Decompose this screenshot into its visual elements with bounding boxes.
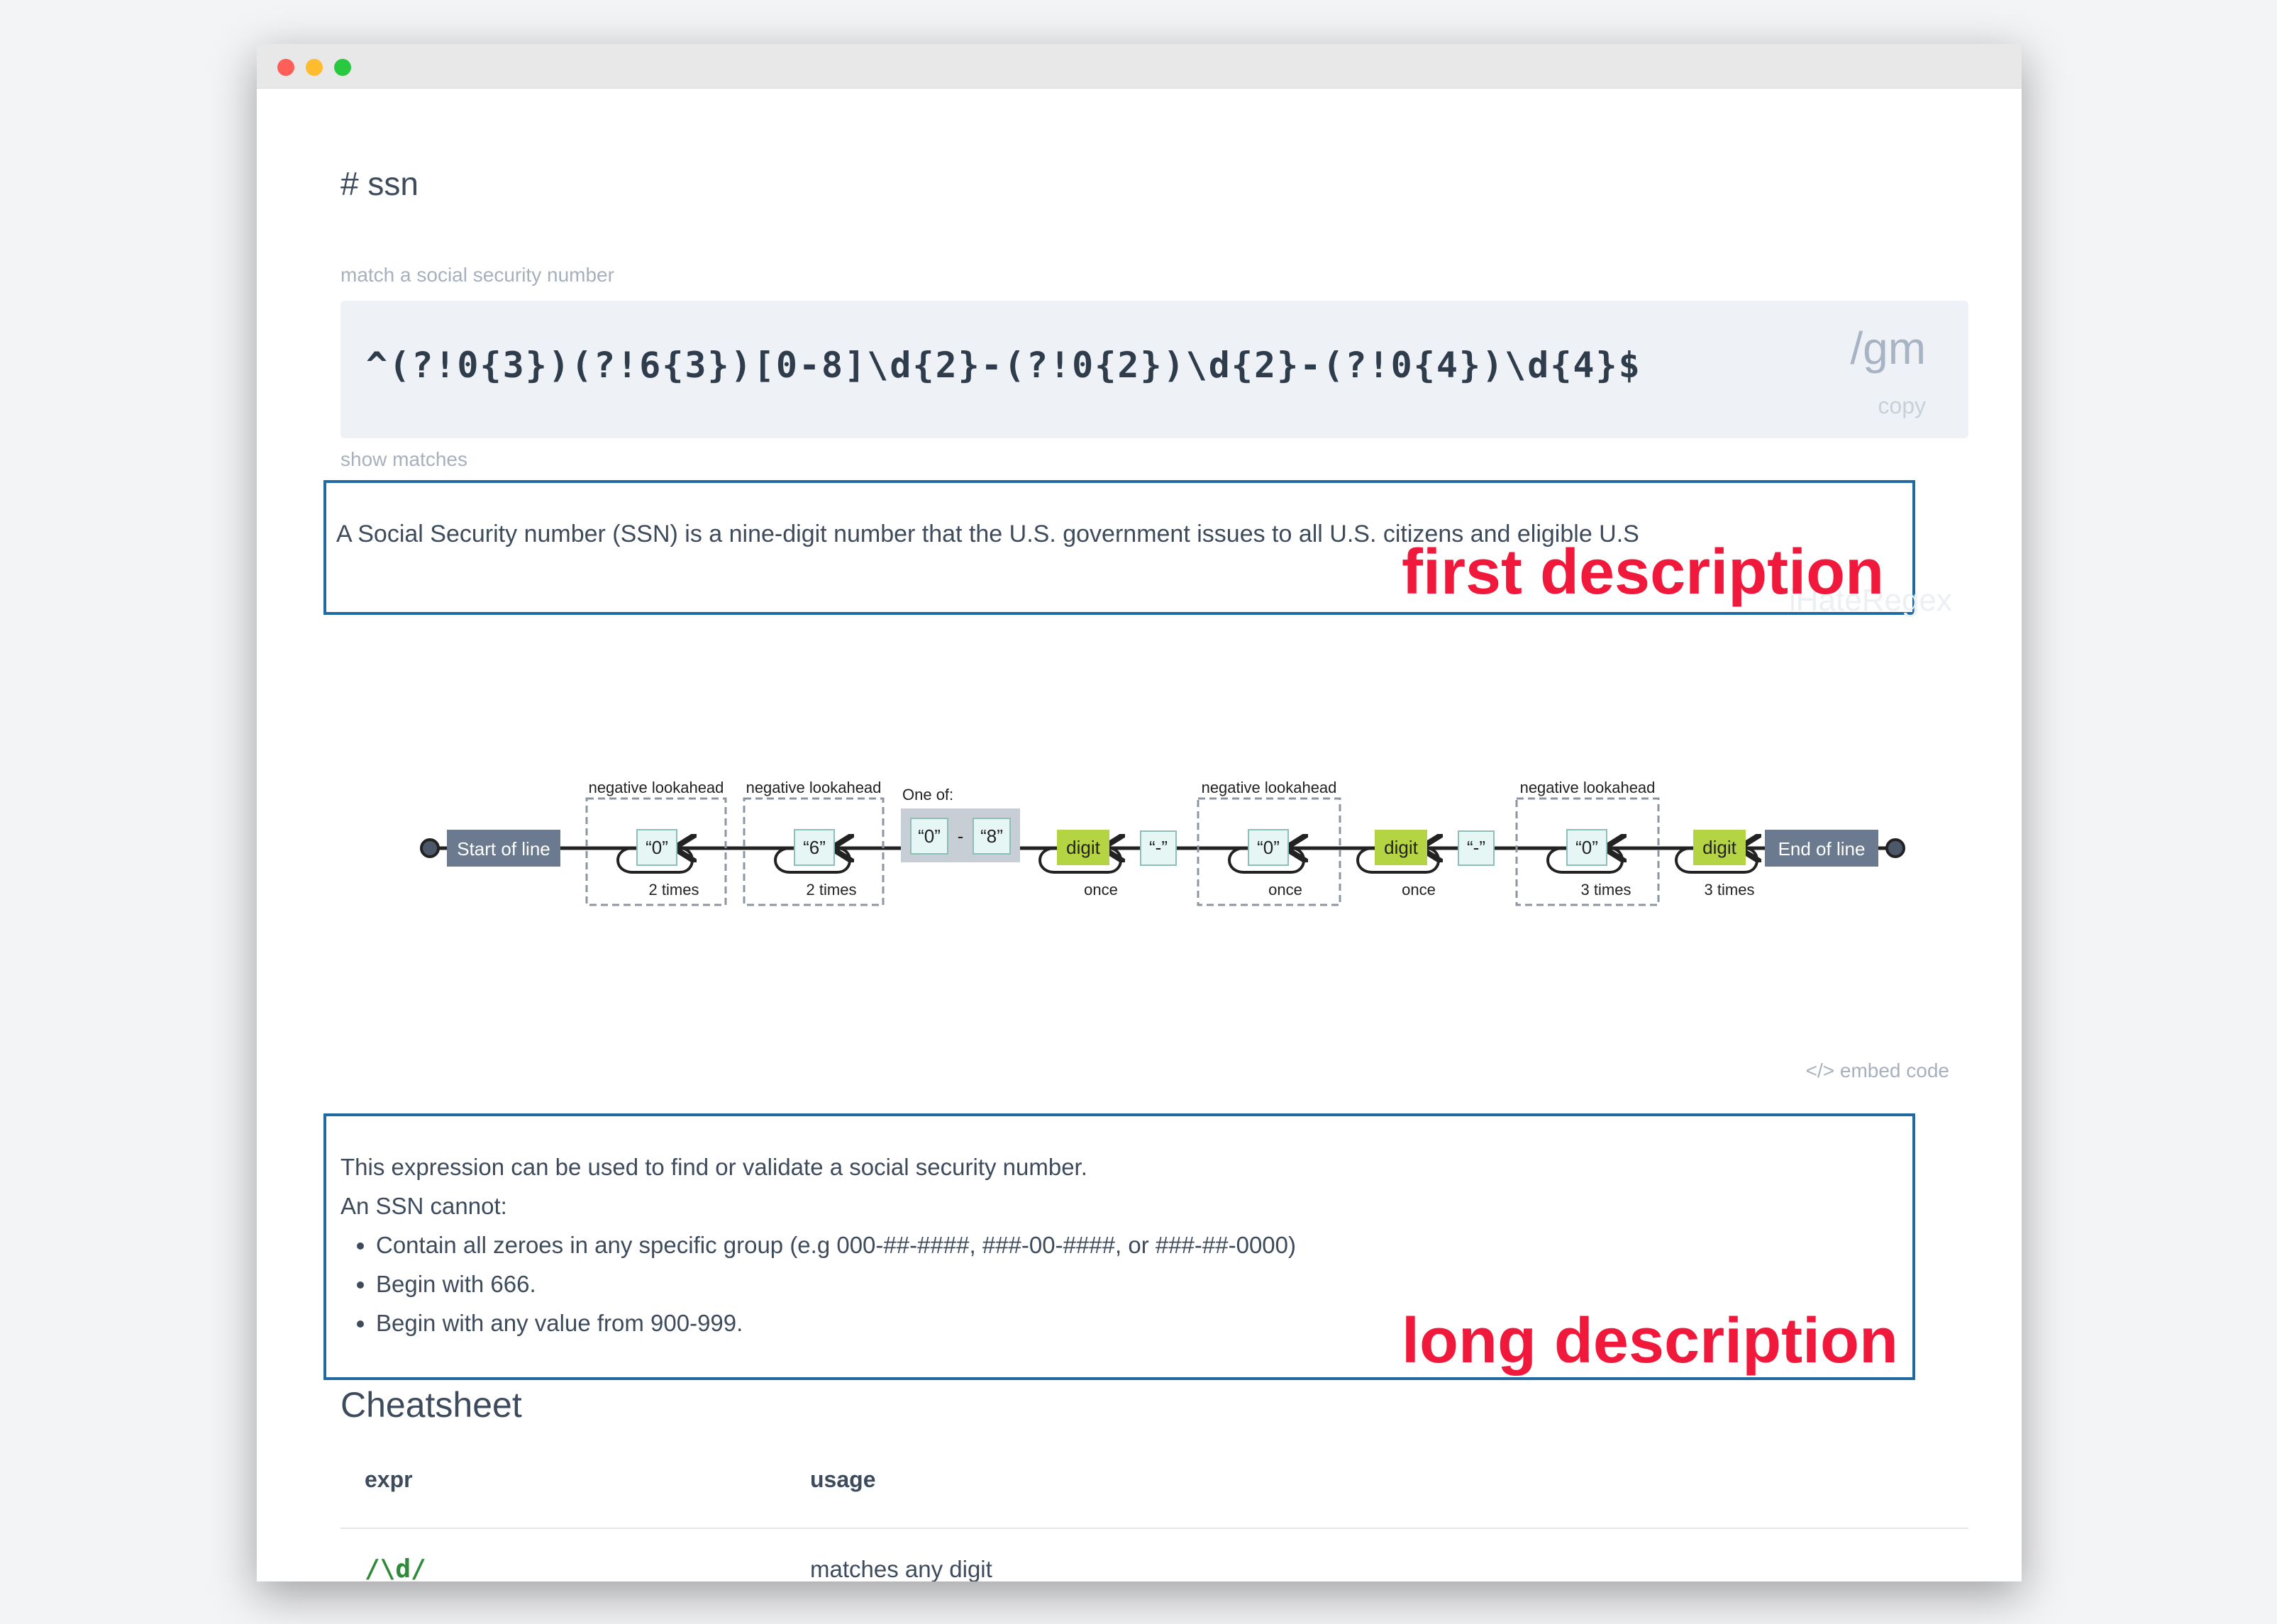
- first-description-highlight-box: [323, 480, 1915, 615]
- hyphen-node-1: “-”: [1140, 830, 1177, 866]
- end-terminal-dot: [1885, 838, 1905, 858]
- close-window-button[interactable]: [277, 59, 294, 76]
- lookahead-group-1: negative lookahead “0” 2 times: [585, 779, 727, 906]
- digit-1-label: digit: [1066, 837, 1100, 858]
- lookahead-group-4: negative lookahead “0” 3 times: [1515, 779, 1660, 906]
- list-item: Begin with 666.: [376, 1264, 1296, 1303]
- long-description: This expression can be used to find or v…: [340, 1147, 1296, 1342]
- first-description-text: A Social Security number (SSN) is a nine…: [336, 521, 1639, 547]
- lookahead-2-label: negative lookahead: [746, 779, 882, 796]
- long-description-line-1: This expression can be used to find or v…: [340, 1154, 1087, 1180]
- lookahead-1-label: negative lookahead: [589, 779, 724, 796]
- embed-code-link[interactable]: </> embed code: [1805, 1060, 1949, 1081]
- minimize-window-button[interactable]: [306, 59, 323, 76]
- regex-railroad-diagram: Start of line negative lookahead “0” 2 t…: [420, 779, 1905, 906]
- hyphen-1-char: “-”: [1149, 837, 1168, 858]
- lookahead-group-2: negative lookahead “6” 2 times: [743, 779, 885, 906]
- lookahead-4-count: 3 times: [1581, 881, 1631, 899]
- cheatsheet-divider: [340, 1528, 1968, 1529]
- lookahead-3-char: “0”: [1257, 837, 1280, 858]
- lookahead-3-count: once: [1268, 881, 1302, 899]
- long-description-list: Contain all zeroes in any specific group…: [340, 1225, 1296, 1342]
- digit-2-count: once: [1402, 881, 1436, 899]
- page-title: # ssn: [340, 165, 419, 202]
- cheatsheet-header-usage: usage: [810, 1467, 876, 1492]
- first-description-annotation: first description: [1402, 537, 1885, 608]
- end-of-line-node: End of line: [1765, 830, 1878, 867]
- show-matches-link[interactable]: show matches: [340, 448, 467, 470]
- long-description-highlight-box: [323, 1113, 1915, 1380]
- cheatsheet-row-expr: /\d/: [365, 1555, 426, 1581]
- digit-node-3: digit 3 times: [1675, 830, 1757, 899]
- digit-node-2: digit once: [1356, 830, 1439, 899]
- regex-flags: /gm: [1850, 323, 1926, 374]
- range-from: “0”: [918, 825, 941, 847]
- lookahead-1-char: “0”: [646, 837, 668, 858]
- digit-3-label: digit: [1702, 837, 1736, 858]
- end-of-line-label: End of line: [1778, 838, 1866, 860]
- watermark-logo: iHateRegex: [1789, 583, 1952, 618]
- lookahead-2-count: 2 times: [807, 881, 857, 899]
- cheatsheet-title: Cheatsheet: [340, 1385, 522, 1425]
- cheatsheet-row-usage: matches any digit: [810, 1556, 992, 1581]
- regex-display: ^(?!0{3})(?!6{3})[0-8]\d{2}-(?!0{2})\d{2…: [340, 301, 1968, 438]
- range-separator: -: [958, 825, 964, 847]
- one-of-range-node: One of: “0” - “8”: [901, 786, 1020, 862]
- lookahead-4-label: negative lookahead: [1520, 779, 1656, 796]
- start-of-line-node: Start of line: [447, 830, 560, 867]
- hyphen-node-2: “-”: [1458, 830, 1495, 866]
- long-description-annotation: long description: [1402, 1306, 1899, 1376]
- digit-3-count: 3 times: [1705, 881, 1755, 899]
- lookahead-4-char: “0”: [1575, 837, 1598, 858]
- page-subtitle: match a social security number: [340, 264, 614, 286]
- maximize-window-button[interactable]: [334, 59, 351, 76]
- browser-window: # ssn match a social security number ^(?…: [257, 44, 2022, 1581]
- cheatsheet-header-expr: expr: [365, 1467, 413, 1492]
- start-of-line-label: Start of line: [457, 838, 550, 860]
- digit-1-count: once: [1084, 881, 1118, 899]
- lookahead-3-label: negative lookahead: [1202, 779, 1337, 796]
- one-of-label: One of:: [902, 786, 953, 803]
- regex-pattern[interactable]: ^(?!0{3})(?!6{3})[0-8]\d{2}-(?!0{2})\d{2…: [366, 345, 1641, 386]
- copy-button[interactable]: copy: [1878, 393, 1926, 418]
- title-bar: [257, 44, 2022, 89]
- range-to: “8”: [980, 825, 1003, 847]
- list-item: Begin with any value from 900-999.: [376, 1303, 1296, 1342]
- list-item: Contain all zeroes in any specific group…: [376, 1225, 1296, 1264]
- long-description-line-2: An SSN cannot:: [340, 1193, 507, 1219]
- lookahead-1-count: 2 times: [649, 881, 699, 899]
- digit-node-1: digit once: [1038, 830, 1121, 899]
- hyphen-2-char: “-”: [1467, 837, 1485, 858]
- lookahead-2-char: “6”: [803, 837, 826, 858]
- start-terminal-dot: [420, 838, 440, 858]
- digit-2-label: digit: [1384, 837, 1418, 858]
- lookahead-group-3: negative lookahead “0” once: [1197, 779, 1341, 906]
